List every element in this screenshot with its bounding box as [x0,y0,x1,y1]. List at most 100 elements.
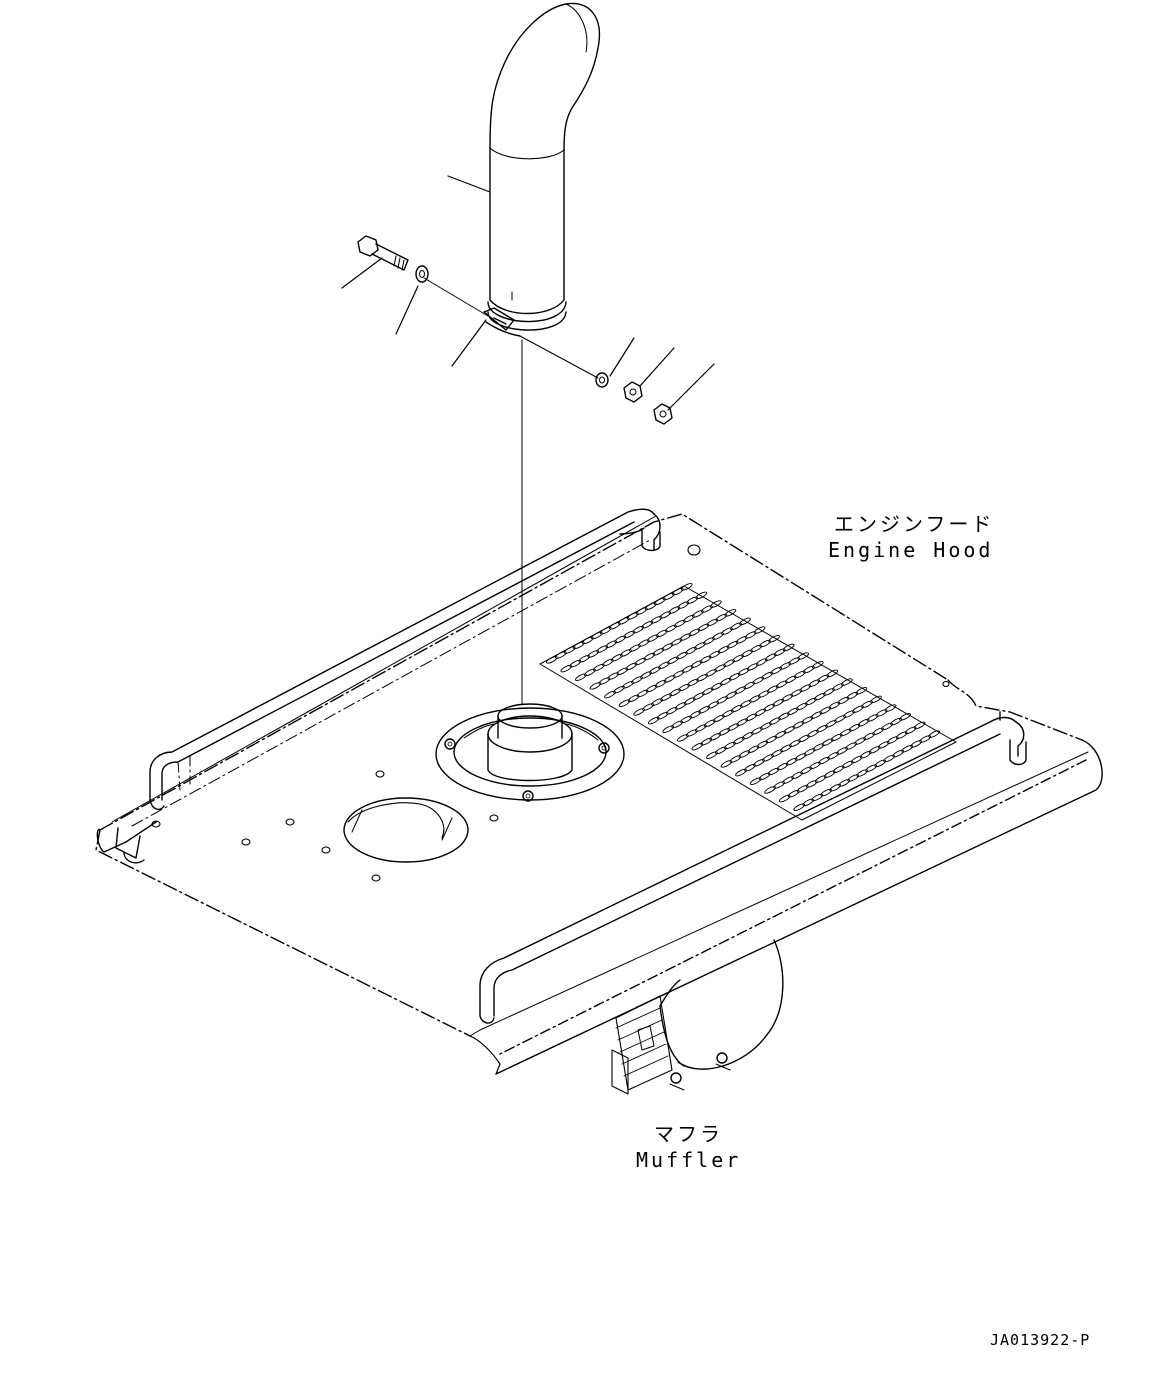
grille-slot [796,784,808,793]
grille-slot [756,740,768,749]
grille-slot [743,681,755,690]
grille-slot [819,706,831,715]
grille-slot [928,730,940,739]
grille-slot [749,694,761,703]
grille-slot [872,727,884,736]
grille-slot [865,764,877,773]
grille-slot [634,657,646,666]
grille-slot [818,756,830,765]
grille-slot [695,724,707,733]
grille-slot [710,600,722,609]
grille-slot [803,665,815,674]
grille-slot [636,689,648,698]
grille-slot [816,724,828,733]
grille-slot [705,668,717,677]
pipe-clamp [484,302,566,336]
grille-slot [692,692,704,701]
grille-slot [645,684,657,693]
grille-slot [770,666,782,675]
grille-slot [913,721,925,730]
grille-slot [830,733,842,742]
grille-slot [578,654,590,663]
grille-slot [616,667,628,676]
grille-slot [745,713,757,722]
grille-slot [717,645,729,654]
grille-slot [814,775,826,784]
grille-slot [720,759,732,768]
grille-slot [680,715,692,724]
grille-slot [642,702,654,711]
grille-slot [710,682,722,691]
grille-slot [732,654,744,663]
grille-slot [776,762,788,771]
grille-slot [863,732,875,741]
grille-slot [767,767,779,776]
drawing-code: JA013922-P [990,1331,1091,1349]
grille-slot [785,675,797,684]
grille-slot [672,669,684,678]
grille-slot [715,746,727,755]
grille-slot [714,663,726,672]
grille-slot [632,625,644,634]
grille-slot [782,776,794,785]
grille-slot [735,635,747,644]
grille-slot [701,604,713,613]
grille-slot [738,750,750,759]
grille-slot [752,676,764,685]
grille-slot [814,692,826,701]
grille-slot [788,656,800,665]
grille-slot [604,690,616,699]
grille-slot [884,704,896,713]
grille-slot [685,646,697,655]
grille-slot [647,716,659,725]
grille-slot [618,699,630,708]
grille-slot [707,700,719,709]
grille-slot [665,706,677,715]
grille-slot [794,752,806,761]
grille-slot [910,739,922,748]
grille-slot [706,618,718,627]
grille-slot [796,702,808,711]
grille-slot [725,691,737,700]
grille-slot [895,731,907,740]
grille-slot [726,640,738,649]
grille-slot [641,620,653,629]
grille-slot [719,677,731,686]
grille-slot [658,661,670,670]
muffler-label-en: Muffler [636,1148,742,1172]
grille-slot [700,737,712,746]
grille-slot [800,766,812,775]
grille-slot [706,751,718,760]
grille-slot [821,738,833,747]
grille-slot [810,711,822,720]
grille-slot [834,714,846,723]
grille-slot [764,785,776,794]
grille-slot [787,789,799,798]
grille-slot [874,759,886,768]
grille-slot [904,726,916,735]
grille-slot [731,704,743,713]
grille-slot [647,634,659,643]
grille-slot [593,663,605,672]
engine-hood [96,514,1102,1074]
grille-slot [611,653,623,662]
grille-slot [605,640,617,649]
grille-slot [649,666,661,675]
grille-slot [899,712,911,721]
grille-slot [734,686,746,695]
grille-slot [854,737,866,746]
grille-slot [901,744,913,753]
grille-slot [755,658,767,667]
grille-outline [540,586,956,820]
grille-slot [690,660,702,669]
grille-slot [828,701,840,710]
grille-slot [671,720,683,729]
grille-slot [789,739,801,748]
grille-slot [785,757,797,766]
grille-slot [677,733,689,742]
grille-slot [848,723,860,732]
exhaust-flange [436,704,624,801]
clamp-bolt [358,236,408,270]
muffler-label-jp: マフラ [654,1122,723,1146]
washer-left [416,266,428,282]
